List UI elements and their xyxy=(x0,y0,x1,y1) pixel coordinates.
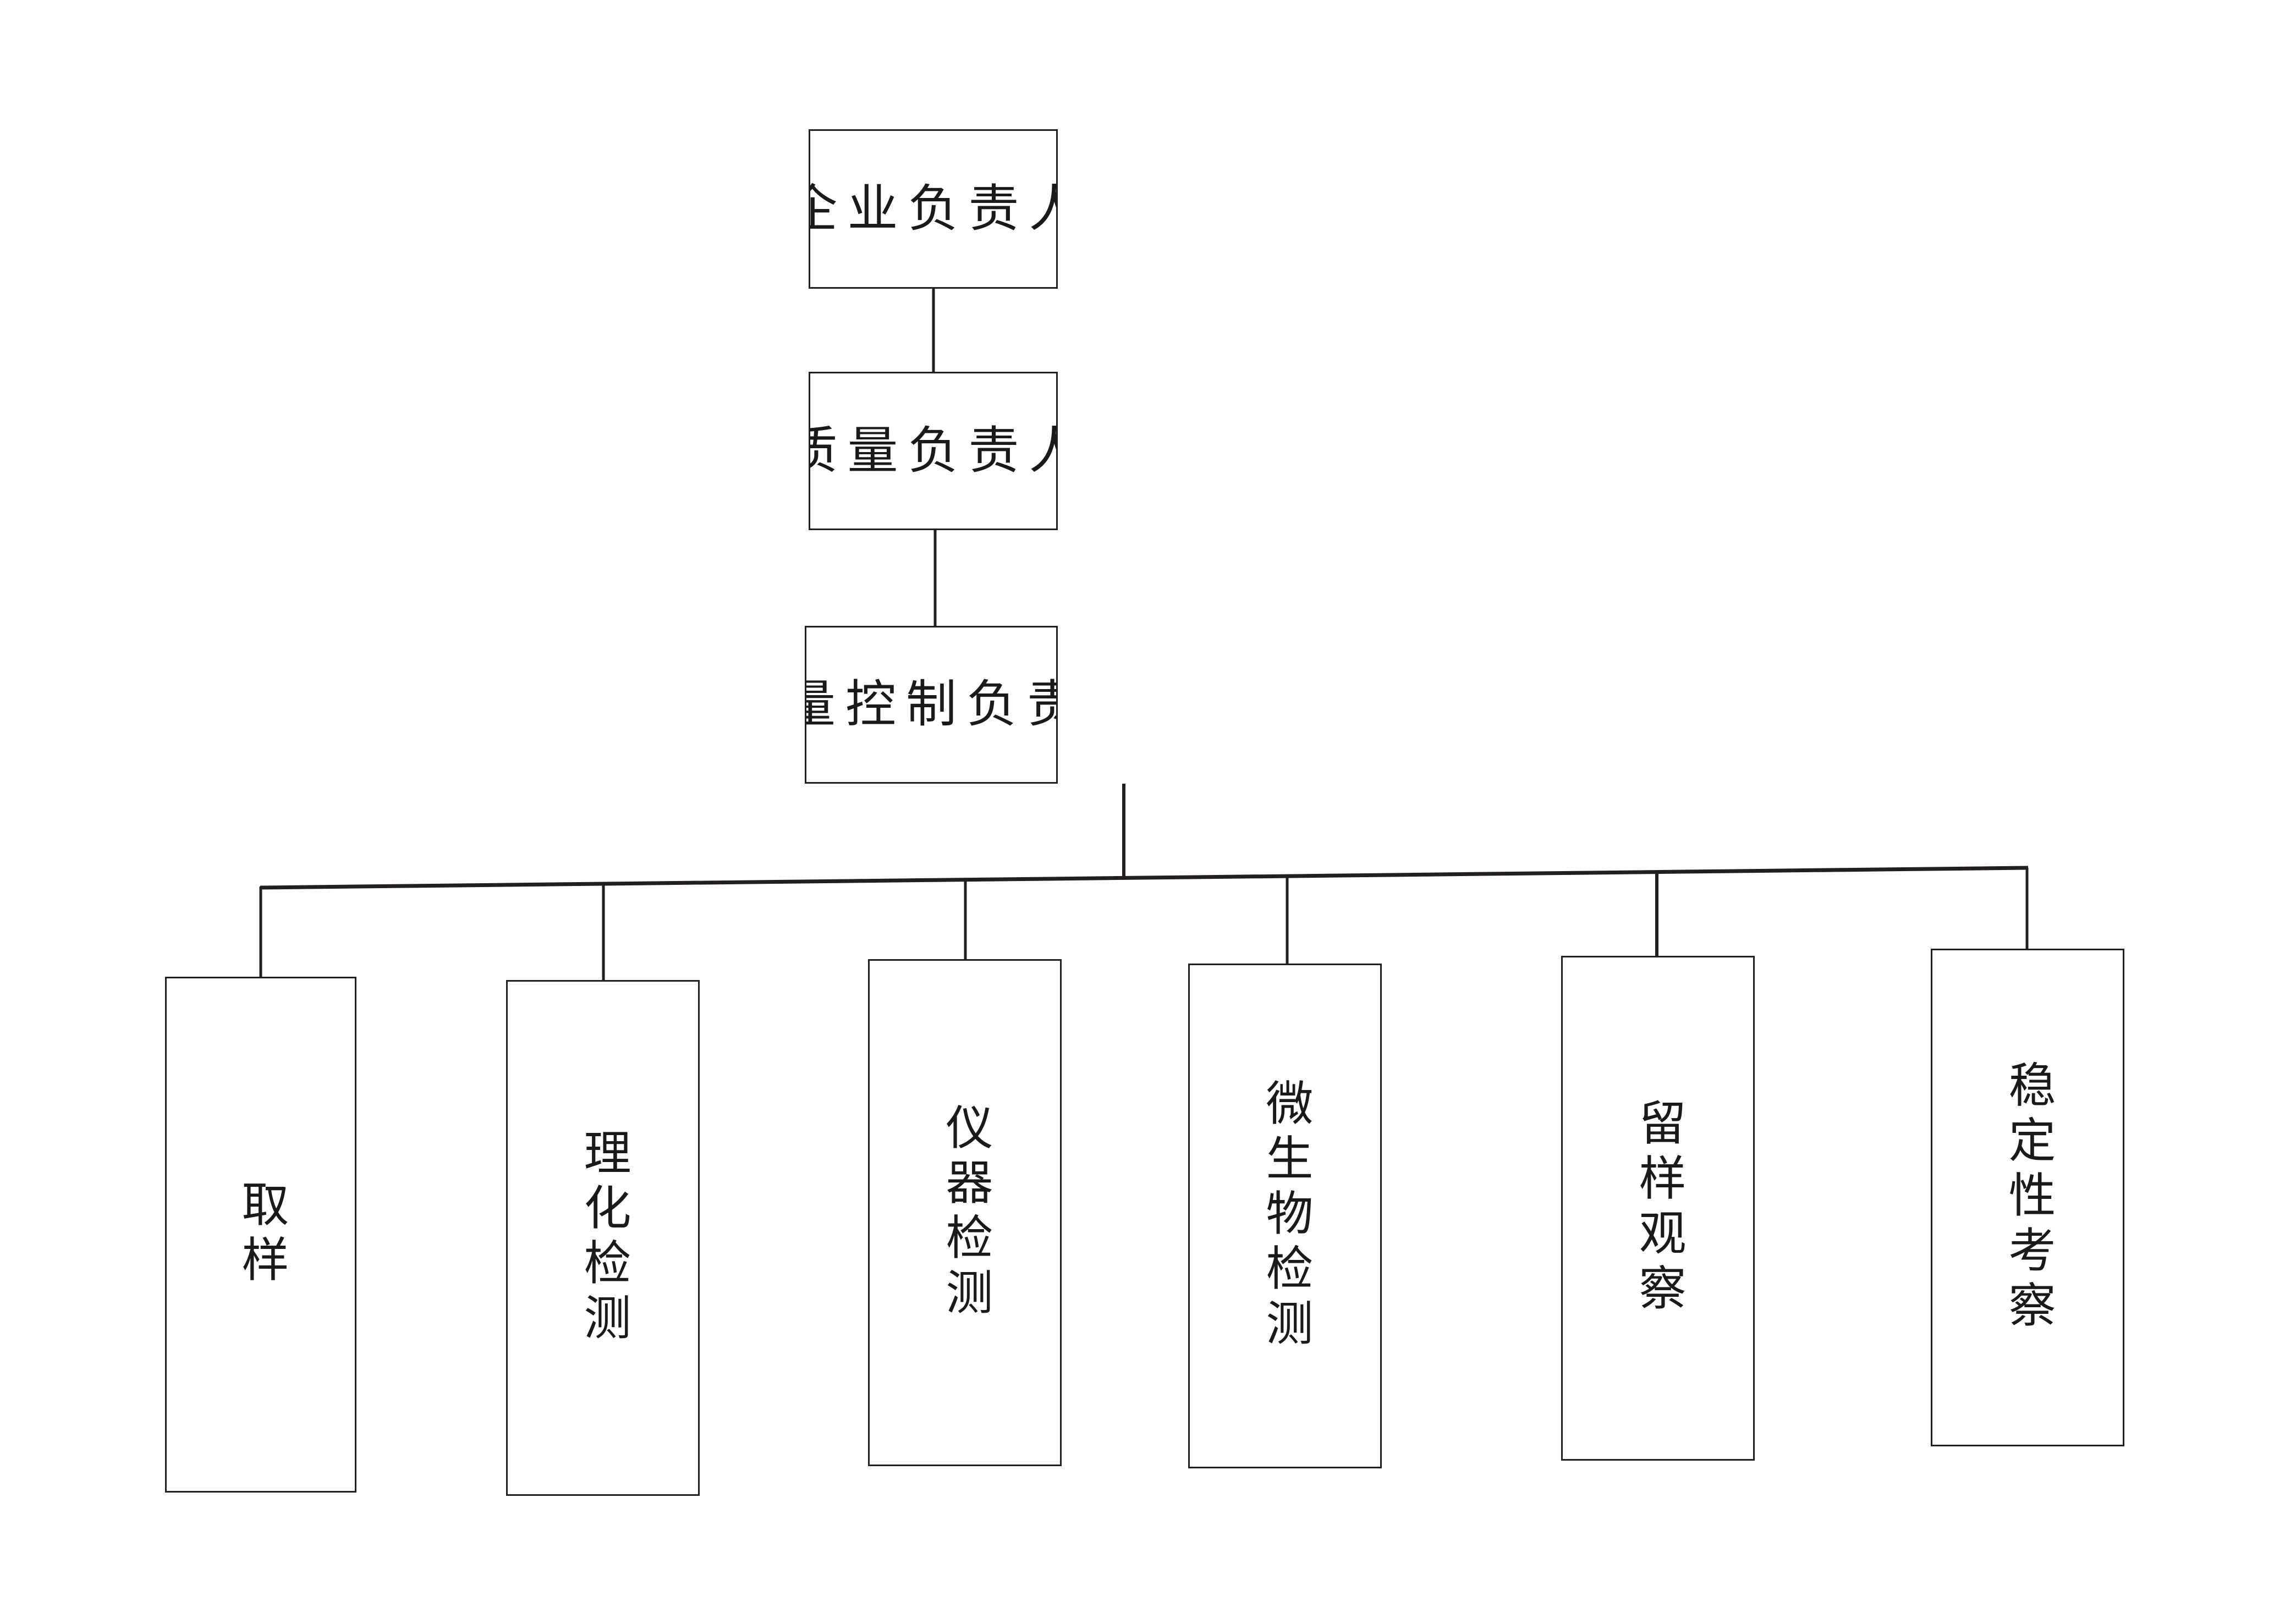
node-leaf-2-label: 理化检测 xyxy=(576,1128,630,1348)
node-leaf-retained-sample-observation[interactable]: 留样观察 xyxy=(1561,956,1755,1461)
node-leaf-4-label: 微生物检测 xyxy=(1259,1078,1312,1353)
node-level3-label: 质量控制负责人 xyxy=(806,676,1056,733)
node-leaf-3-label: 仪器检测 xyxy=(938,1103,992,1323)
node-leaf-instrument-testing[interactable]: 仪器检测 xyxy=(868,959,1062,1466)
node-leaf-sampling[interactable]: 取样 xyxy=(165,977,356,1493)
node-level1-label: 企业负责人 xyxy=(810,180,1056,237)
node-leaf-5-label: 留样观察 xyxy=(1632,1098,1685,1318)
node-level1-enterprise-lead[interactable]: 企业负责人 xyxy=(809,129,1058,289)
node-leaf-physicochemical-testing[interactable]: 理化检测 xyxy=(506,980,700,1496)
node-leaf-microbiological-testing[interactable]: 微生物检测 xyxy=(1188,964,1382,1468)
horizontal-branch-bus xyxy=(260,866,2029,890)
node-level3-qc-lead[interactable]: 质量控制负责人 xyxy=(805,626,1058,784)
node-leaf-stability-study[interactable]: 稳定性考察 xyxy=(1931,949,2124,1446)
node-level2-label: 质量负责人 xyxy=(810,422,1056,479)
node-leaf-1-label: 取样 xyxy=(234,1180,288,1290)
node-level2-quality-lead[interactable]: 质量负责人 xyxy=(809,372,1058,530)
node-leaf-6-label: 稳定性考察 xyxy=(2001,1060,2055,1335)
